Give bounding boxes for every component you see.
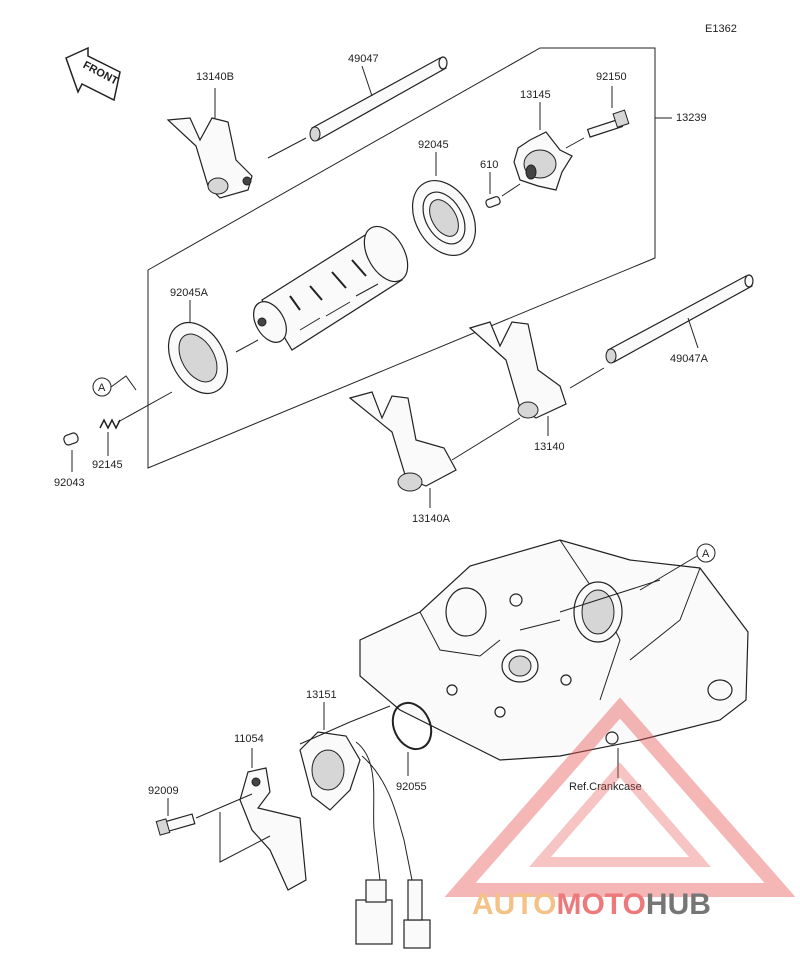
o-ring-92055 [391, 701, 433, 751]
shift-fork-13140 [468, 321, 567, 419]
part-label: 13151 [306, 689, 337, 701]
svg-text:A: A [98, 382, 106, 394]
pin-92043 [63, 432, 79, 446]
assembly-bracket [147, 47, 656, 469]
part-label: 11054 [234, 733, 264, 745]
bolt-92150 [586, 109, 630, 138]
shift-rod-49047a [605, 274, 754, 364]
sensor-13151 [299, 731, 431, 949]
part-label: 13140A [412, 513, 451, 525]
part-label: 13239 [676, 112, 707, 124]
part-label: 13140B [196, 71, 234, 83]
watermark-part3: HUB [646, 888, 711, 921]
watermark-part2: MOTO [556, 888, 645, 921]
crankcase [359, 539, 749, 761]
ref-crankcase-label: Ref.Crankcase [569, 781, 642, 793]
part-label: 92045A [170, 287, 209, 299]
part-label: 92043 [54, 477, 85, 489]
watermark-part1: AUTO [472, 888, 556, 921]
part-label: 49047A [670, 353, 709, 365]
diagram-code: E1362 [705, 23, 737, 35]
front-arrow-icon: FRONT [65, 46, 121, 102]
callout-a-top: A [92, 377, 112, 397]
bearing-92045a [167, 322, 229, 394]
shift-drum [253, 225, 409, 351]
part-label: 92009 [148, 785, 179, 797]
spring-92145 [99, 418, 121, 430]
part-label: 92045 [418, 139, 449, 151]
bearing-92045 [411, 180, 477, 256]
svg-text:A: A [702, 548, 710, 560]
pin-610 [485, 196, 501, 208]
callout-a-bottom: A [696, 543, 716, 563]
part-label: 49047 [348, 53, 379, 65]
star-plate-13145 [513, 131, 573, 191]
shift-rod-49047 [309, 56, 448, 142]
shift-fork-13140b [166, 117, 253, 199]
part-label: 92150 [596, 71, 627, 83]
bracket-11054 [239, 767, 307, 891]
part-label: 92055 [396, 781, 427, 793]
part-label: 92145 [92, 459, 123, 471]
svg-text:AUTOMOTOHUB: AUTOMOTOHUB [472, 888, 711, 921]
part-label: 13140 [534, 441, 565, 453]
part-label: 610 [480, 159, 498, 171]
bolt-92009 [155, 813, 196, 836]
watermark-logo: AUTOMOTOHUB [444, 697, 796, 921]
part-label: 13145 [520, 89, 551, 101]
shift-fork-13140a [348, 391, 457, 492]
